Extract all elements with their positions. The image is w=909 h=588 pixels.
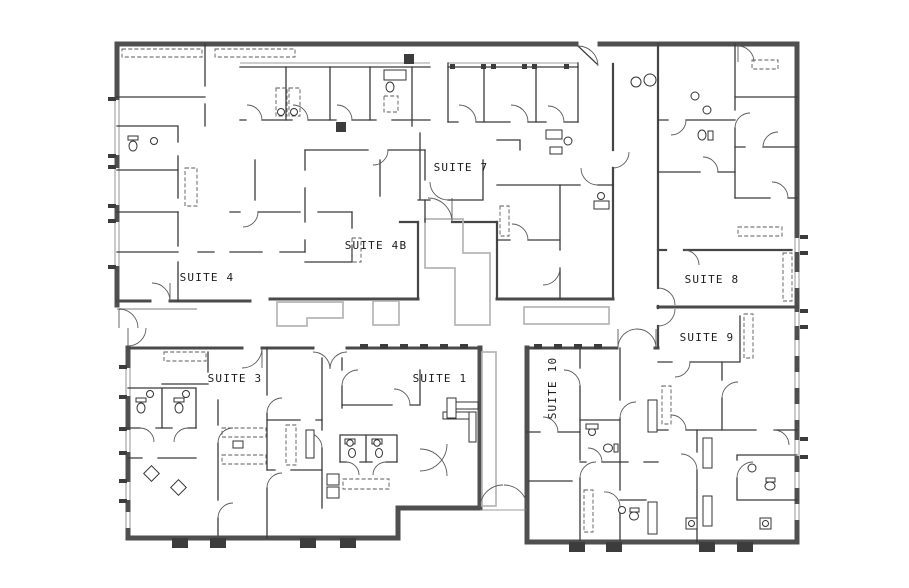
window-sill-ticks bbox=[108, 97, 808, 503]
casework bbox=[121, 48, 793, 533]
window-openings bbox=[108, 97, 808, 528]
corridor-floor-lines bbox=[117, 218, 610, 507]
suite-4b-label: SUITE 4B bbox=[345, 239, 408, 252]
suite-1-label: SUITE 1 bbox=[413, 372, 468, 385]
outer-walls bbox=[114, 41, 800, 545]
suite-labels: SUITE 4 SUITE 4B SUITE 7 SUITE 8 SUITE 9… bbox=[180, 161, 740, 420]
suite-3-label: SUITE 3 bbox=[208, 372, 263, 385]
door-arcs bbox=[118, 45, 790, 519]
glazing-ticks bbox=[360, 64, 602, 349]
suite-7-label: SUITE 7 bbox=[434, 161, 489, 174]
suite-9-label: SUITE 9 bbox=[680, 331, 735, 344]
suite-10-label: SUITE 10 bbox=[546, 357, 559, 420]
suite-4-label: SUITE 4 bbox=[180, 271, 235, 284]
fixtures bbox=[127, 54, 776, 535]
column-footings bbox=[172, 538, 753, 552]
suite-8-label: SUITE 8 bbox=[685, 273, 740, 286]
interior-walls bbox=[116, 43, 798, 543]
